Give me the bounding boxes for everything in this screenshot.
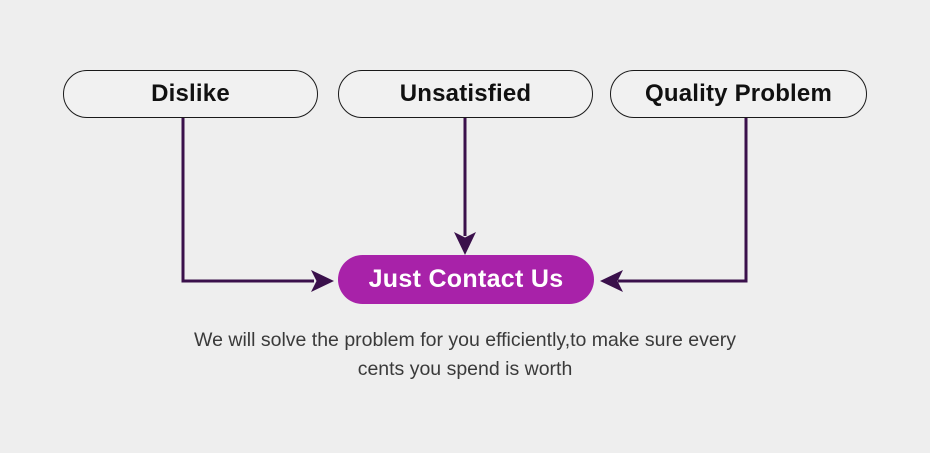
node-quality-problem: Quality Problem (610, 70, 867, 118)
node-dislike-label: Dislike (151, 80, 230, 107)
node-quality-problem-label: Quality Problem (644, 80, 833, 107)
node-unsatisfied: Unsatisfied (338, 70, 593, 118)
description-text: We will solve the problem for you effici… (0, 326, 930, 384)
just-contact-us-label: Just Contact Us (368, 265, 564, 293)
arrowhead-down-icon (454, 232, 476, 255)
arrowhead-right-icon (311, 270, 334, 292)
description-line-1: We will solve the problem for you effici… (194, 329, 736, 351)
node-dislike: Dislike (63, 70, 318, 118)
arrow-line-dislike (181, 118, 314, 283)
arrowhead-left-icon (600, 270, 623, 292)
node-unsatisfied-label: Unsatisfied (399, 80, 532, 107)
arrow-line-quality-problem (618, 118, 748, 283)
just-contact-us-button[interactable]: Just Contact Us (338, 255, 594, 304)
description-line-2: cents you spend is worth (357, 358, 573, 380)
